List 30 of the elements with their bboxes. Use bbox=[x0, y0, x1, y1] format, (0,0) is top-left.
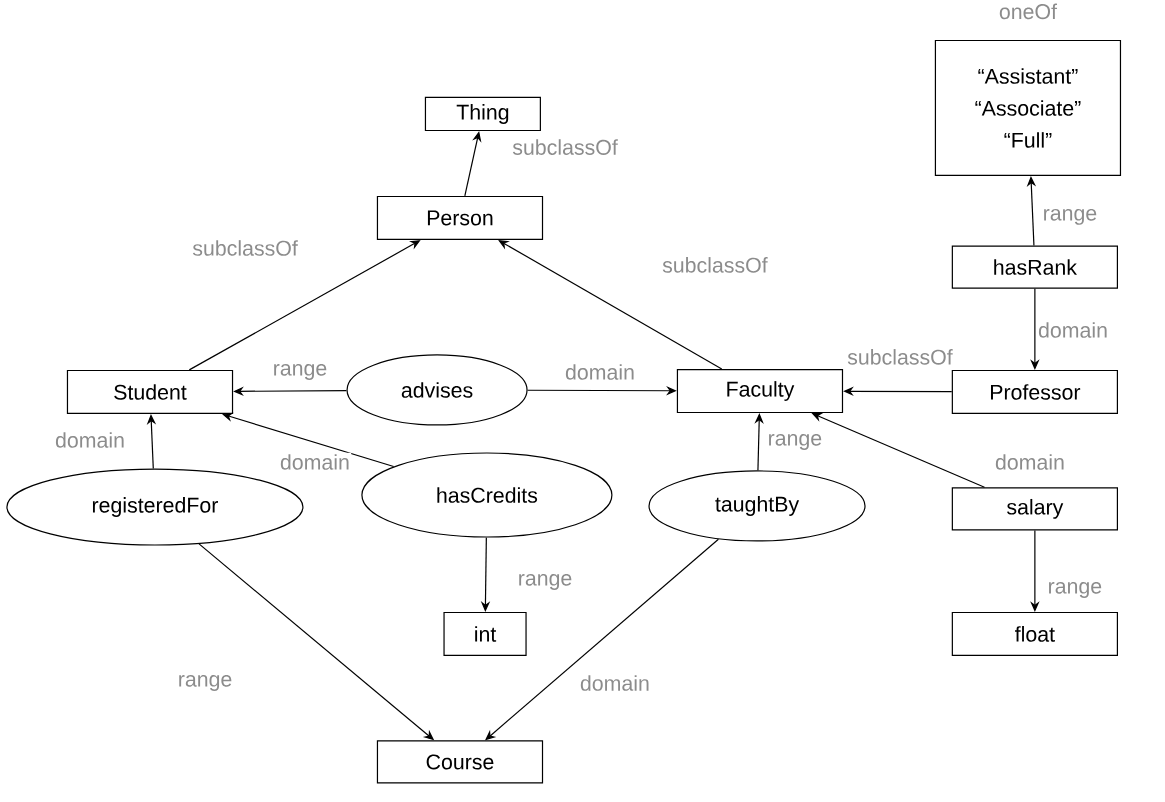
edge-label: subclassOf bbox=[660, 255, 769, 275]
heading: oneOf bbox=[999, 3, 1058, 20]
class-box: int bbox=[443, 611, 527, 657]
edge-label: domain bbox=[53, 430, 127, 450]
edge-label: range bbox=[516, 572, 574, 592]
class-box: float bbox=[951, 611, 1118, 657]
arrow bbox=[498, 240, 723, 370]
class-box: Student bbox=[66, 369, 234, 415]
class-box: Person bbox=[376, 195, 544, 241]
edge-label: domain bbox=[578, 673, 652, 693]
edge-label: domain bbox=[563, 362, 637, 382]
edge-label: range bbox=[271, 362, 329, 382]
class-box: hasRank bbox=[951, 245, 1118, 289]
edge-label: subclassOf bbox=[845, 347, 955, 367]
edge-label: subclassOf bbox=[510, 137, 620, 157]
edge-label: range bbox=[176, 673, 234, 693]
class-box: Course bbox=[376, 740, 544, 784]
edge-label: domain bbox=[1036, 320, 1110, 340]
class-box: salary bbox=[951, 487, 1118, 531]
arrow bbox=[222, 412, 395, 468]
edge-label: range bbox=[1041, 207, 1099, 227]
edge-label: domain bbox=[278, 452, 352, 472]
edge-label: domain bbox=[993, 452, 1067, 472]
edge-label: range bbox=[766, 432, 824, 452]
value-box: “Assistant” “Associate” “Full” bbox=[934, 39, 1122, 177]
class-box: Thing bbox=[424, 96, 541, 132]
class-box: Faculty bbox=[676, 369, 844, 414]
edge-label: range bbox=[1046, 580, 1104, 600]
edge-label: subclassOf bbox=[190, 238, 300, 258]
class-box: Professor bbox=[951, 369, 1118, 415]
